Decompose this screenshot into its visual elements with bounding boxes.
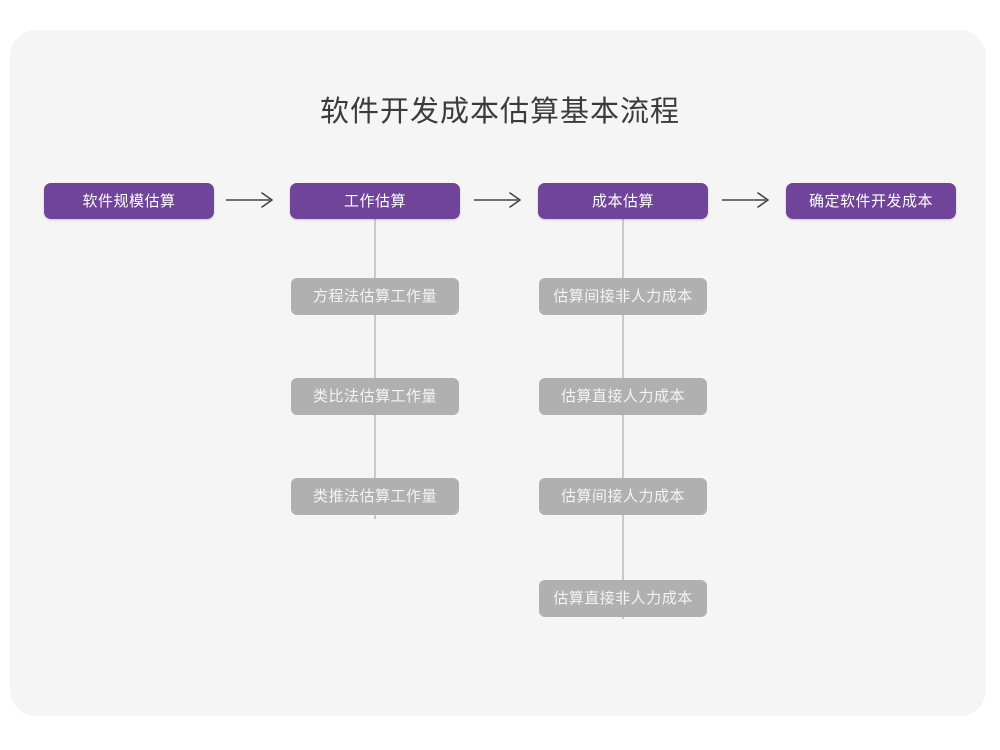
sub-node-label: 方程法估算工作量 xyxy=(312,288,437,305)
stage-node-determine-development-cost[interactable]: 确定软件开发成本 xyxy=(786,183,956,219)
sub-node-direct-labor-cost[interactable]: 估算直接人力成本 xyxy=(539,378,707,415)
stage-node-cost-estimation[interactable]: 成本估算 xyxy=(538,183,708,219)
stage-node-label: 软件规模估算 xyxy=(82,192,176,210)
arrow-stage-1-to-2 xyxy=(226,188,278,212)
sub-node-label: 类推法估算工作量 xyxy=(312,488,437,505)
diagram-card xyxy=(10,30,986,716)
page-title: 软件开发成本估算基本流程 xyxy=(319,96,680,128)
sub-node-indirect-labor-cost[interactable]: 估算间接人力成本 xyxy=(539,478,707,515)
sub-node-label: 估算直接非人力成本 xyxy=(553,590,693,607)
stage-node-label: 工作估算 xyxy=(343,192,406,210)
stage-node-effort-estimation[interactable]: 工作估算 xyxy=(290,183,460,219)
sub-node-label: 估算间接人力成本 xyxy=(560,488,685,505)
sub-node-analogical-method-effort[interactable]: 类推法估算工作量 xyxy=(291,478,459,515)
connector-stage-3 xyxy=(622,219,624,619)
sub-node-label: 估算直接人力成本 xyxy=(560,388,685,405)
stage-node-software-scale-estimation[interactable]: 软件规模估算 xyxy=(44,183,214,219)
sub-node-equation-method-effort[interactable]: 方程法估算工作量 xyxy=(291,278,459,315)
arrow-stage-2-to-3 xyxy=(474,188,526,212)
sub-node-direct-nonlabor-cost[interactable]: 估算直接非人力成本 xyxy=(539,580,707,617)
sub-node-analogy-method-effort[interactable]: 类比法估算工作量 xyxy=(291,378,459,415)
sub-node-label: 类比法估算工作量 xyxy=(312,388,437,405)
sub-node-label: 估算间接非人力成本 xyxy=(553,288,693,305)
stage-node-label: 成本估算 xyxy=(591,192,654,210)
stage-node-label: 确定软件开发成本 xyxy=(808,192,933,210)
connector-stage-2 xyxy=(374,219,376,519)
arrow-stage-3-to-4 xyxy=(722,188,774,212)
sub-node-indirect-nonlabor-cost[interactable]: 估算间接非人力成本 xyxy=(539,278,707,315)
